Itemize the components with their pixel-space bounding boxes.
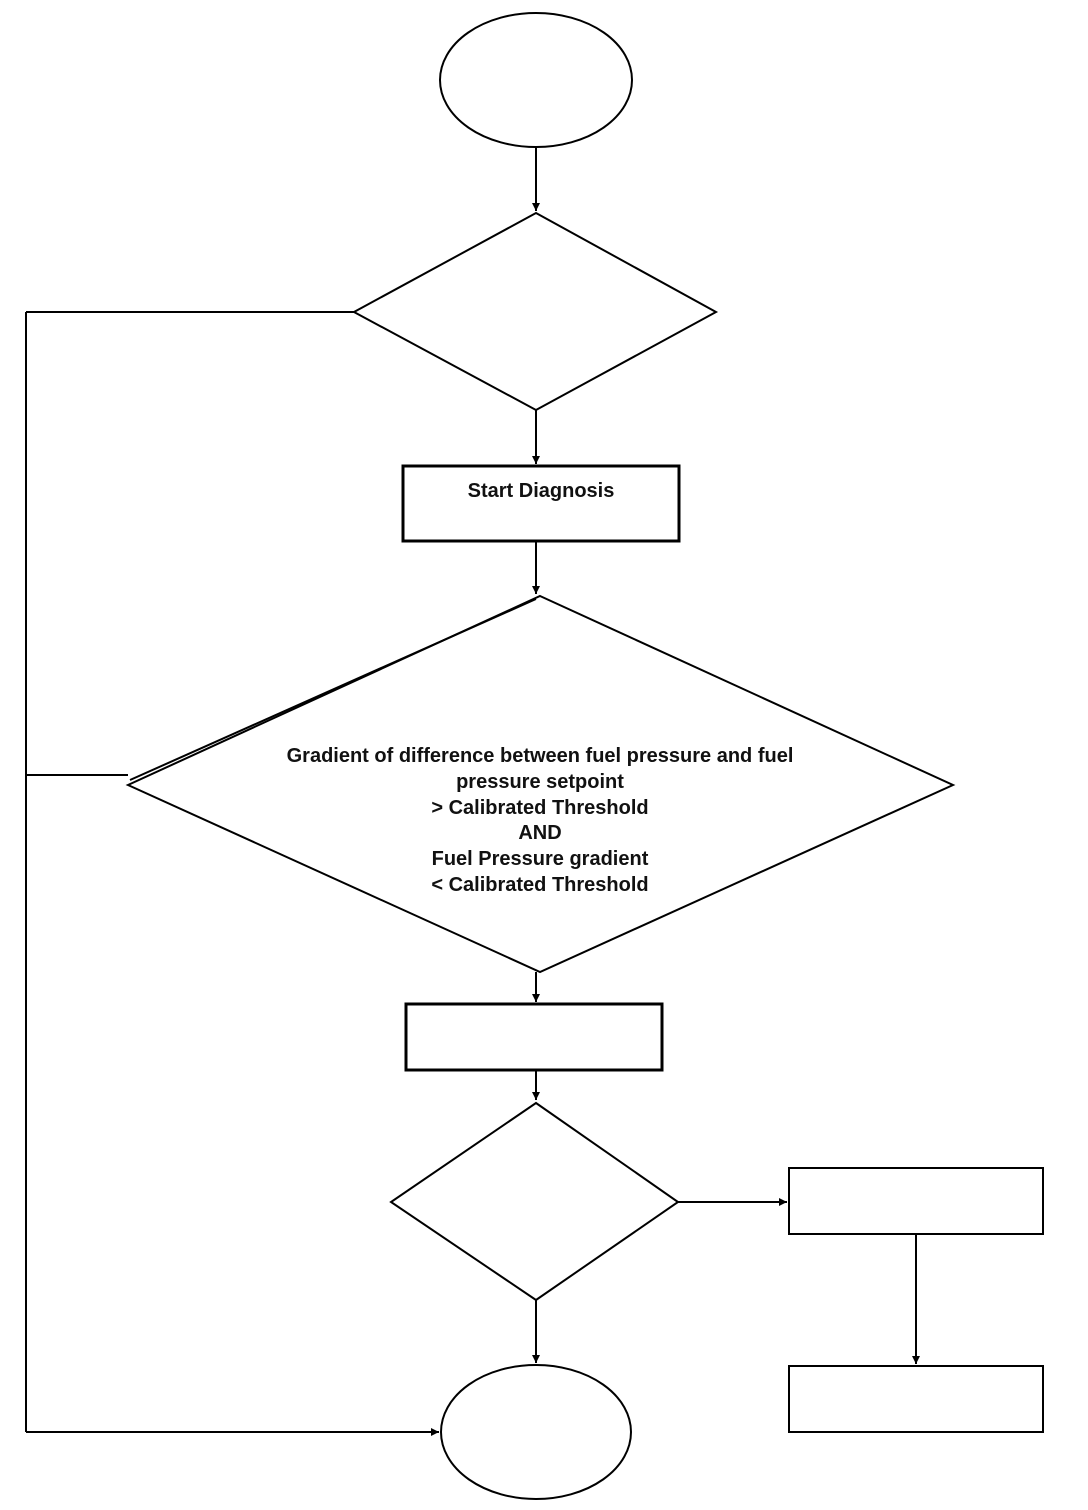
- decision-2: [125, 594, 956, 974]
- start-diagnosis-label: Start Diagnosis: [468, 480, 615, 502]
- start-diagnosis-box: [401, 464, 681, 543]
- right-box-1: [788, 1167, 1044, 1235]
- decision-3: [389, 1101, 680, 1302]
- process-box: [404, 1002, 664, 1072]
- start-terminal: [439, 12, 633, 148]
- decision-2-double-edge: [129, 598, 537, 781]
- condition-line-1: Gradient of difference between fuel pres…: [287, 745, 794, 767]
- end-terminal: [440, 1364, 632, 1500]
- condition-line-3: > Calibrated Threshold: [431, 797, 648, 819]
- condition-line-4: AND: [518, 822, 561, 844]
- condition-line-2: pressure setpoint: [456, 771, 624, 793]
- condition-line-5: Fuel Pressure gradient: [432, 848, 649, 870]
- condition-line-6: < Calibrated Threshold: [431, 874, 648, 896]
- decision-1: [351, 211, 719, 412]
- right-box-2: [788, 1365, 1044, 1433]
